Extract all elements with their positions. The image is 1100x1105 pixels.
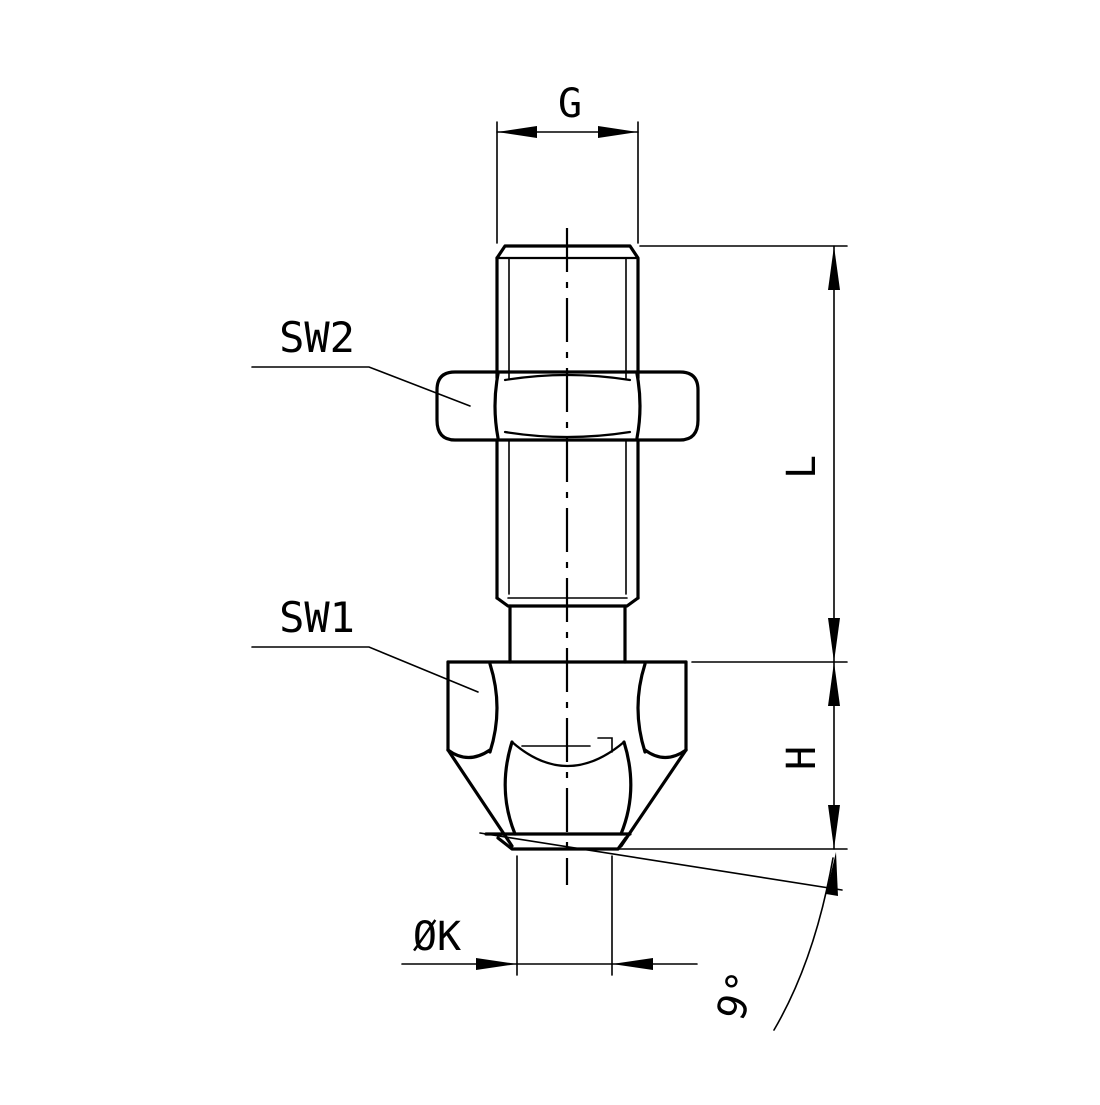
label-sw1: SW1 [279,593,355,642]
ball-foot [484,737,633,851]
dimension-k [401,855,698,976]
leader-sw2 [251,366,471,407]
label-angle: 9° [708,966,767,1026]
threaded-shank [495,244,640,664]
label-sw2: SW2 [279,313,355,362]
label-l: L [779,455,825,479]
dimension-l [639,245,848,663]
lock-nut-sw2 [435,370,700,442]
label-g: G [558,81,582,127]
leader-sw1 [251,646,479,693]
dimension-g [496,121,639,244]
hex-head-sw1 [446,660,688,848]
label-h: H [779,746,825,770]
dimension-angle [479,832,843,1031]
label-k: ØK [413,914,461,960]
dimension-h [614,661,848,850]
